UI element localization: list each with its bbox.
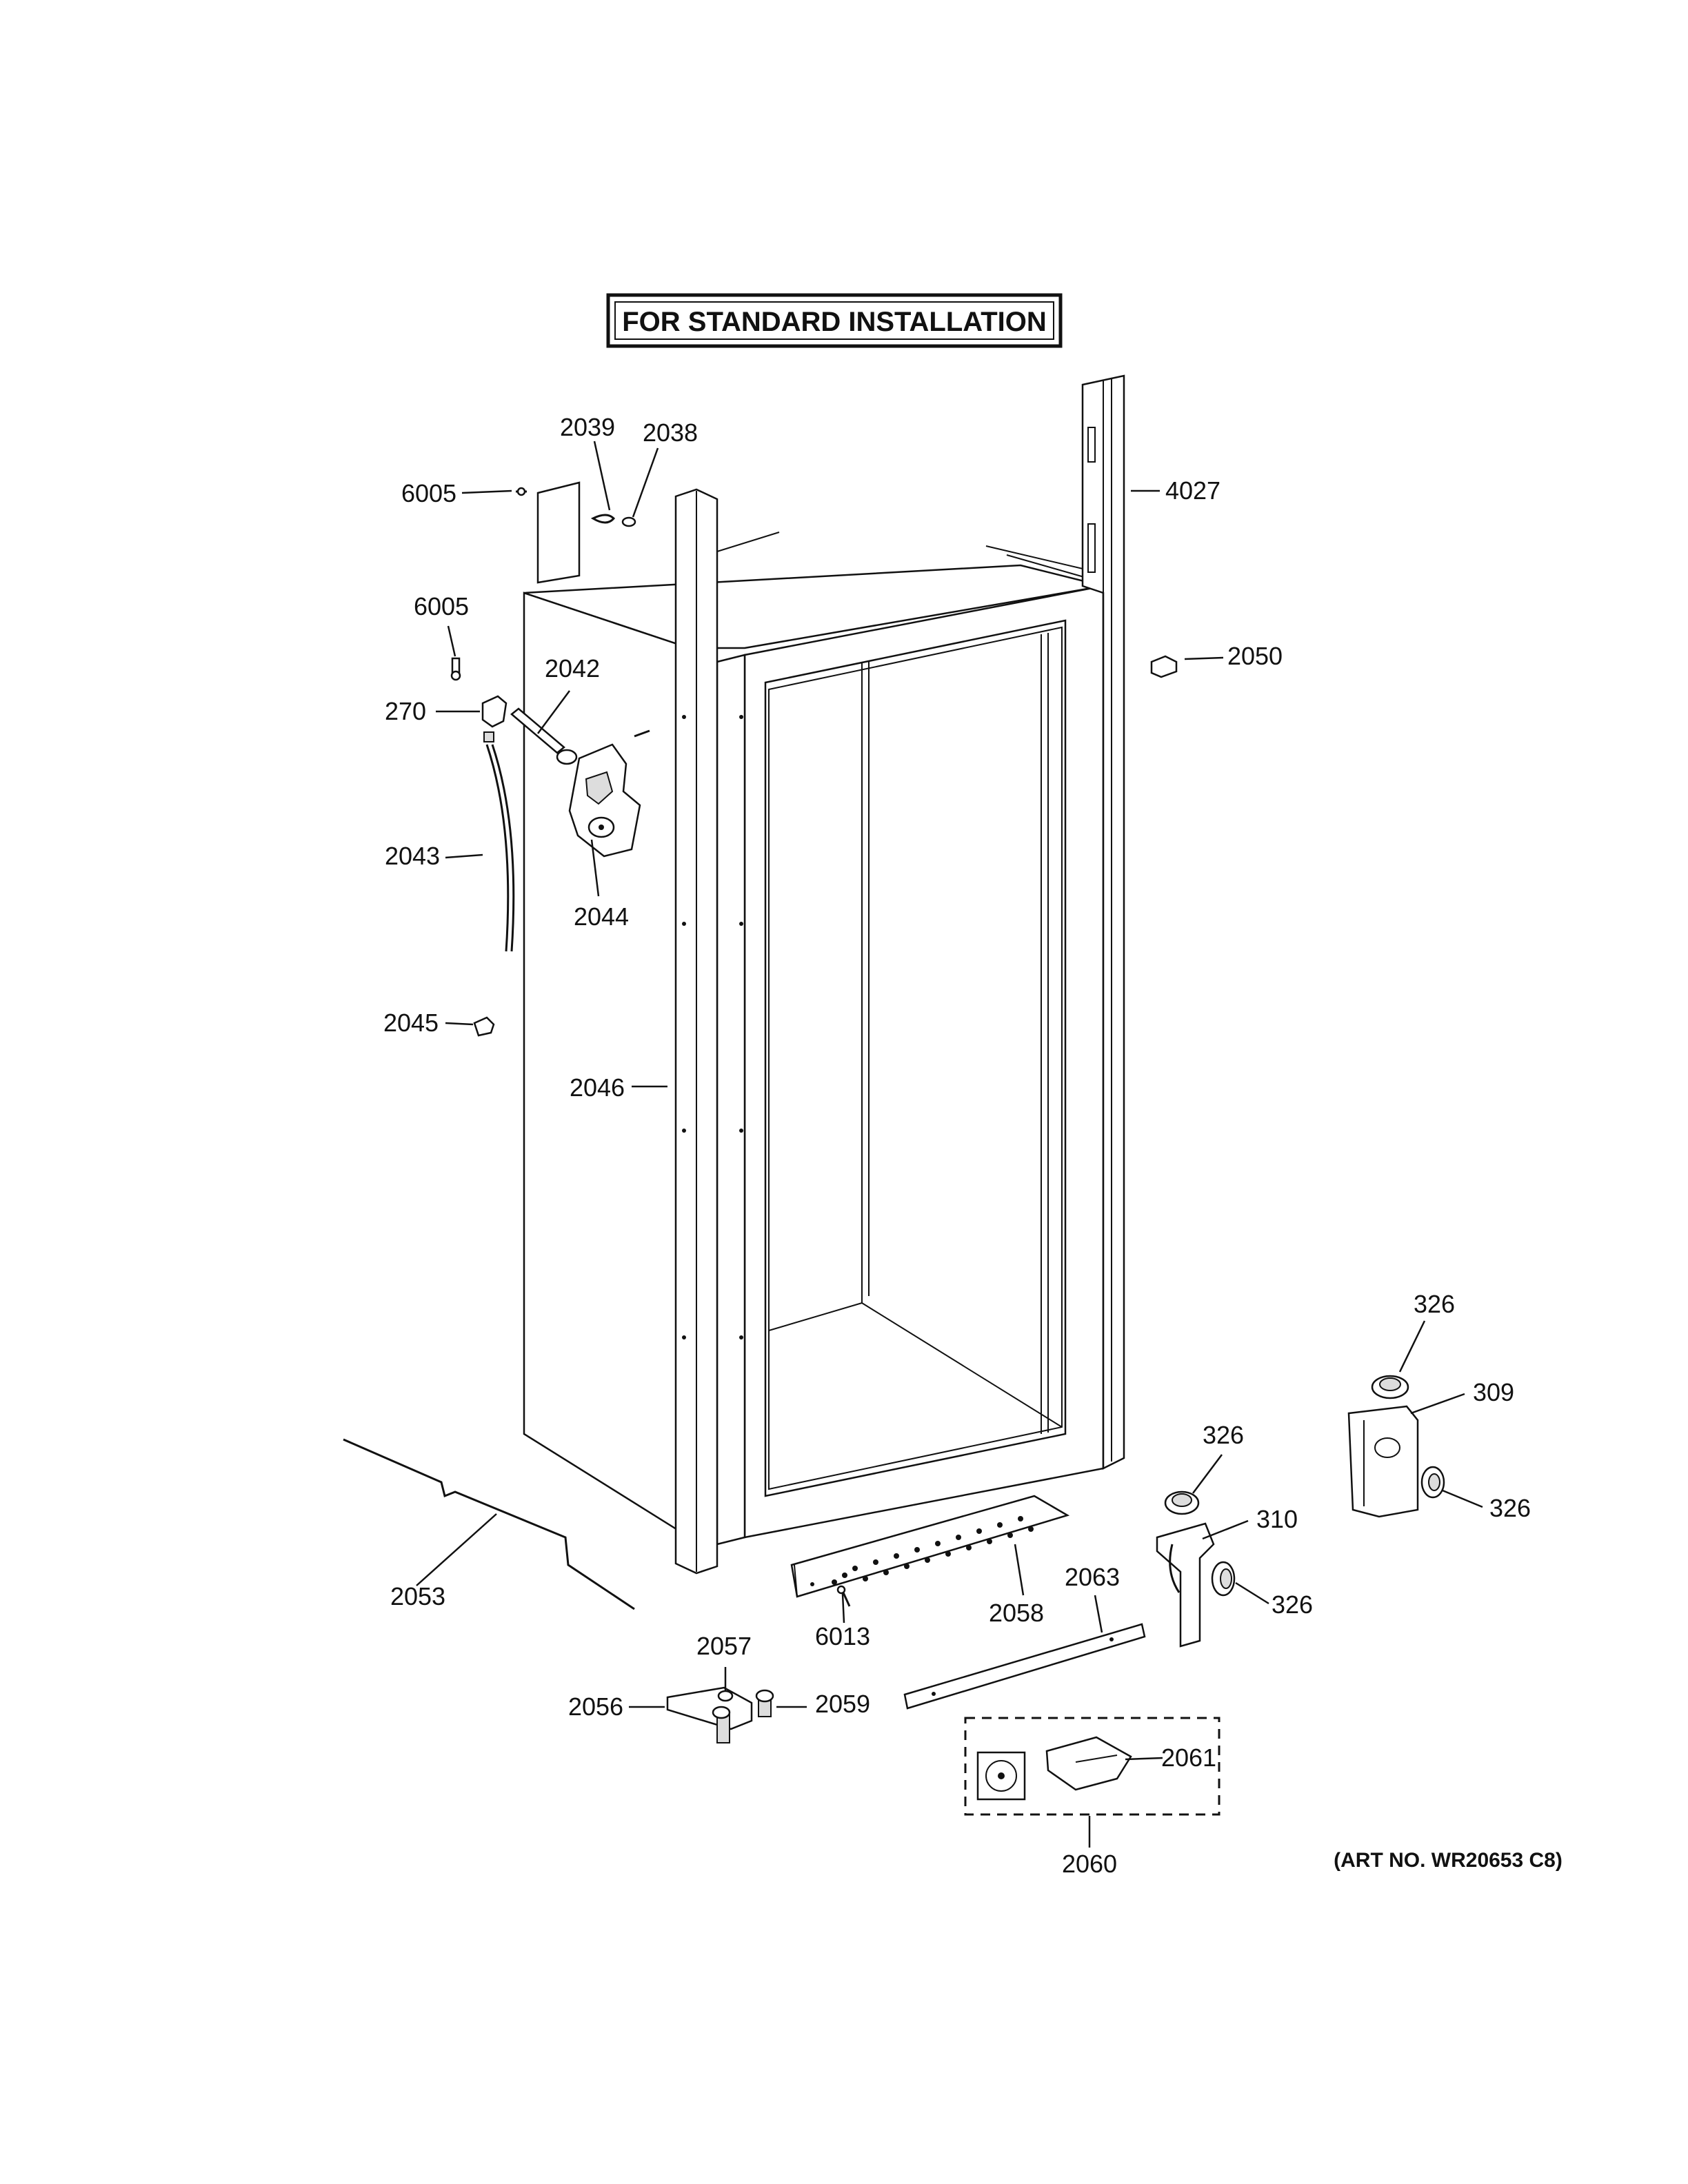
callout-326-lower: 326 [1272, 1590, 1313, 1619]
callout-2038: 2038 [643, 418, 698, 447]
callout-2045: 2045 [383, 1009, 439, 1037]
part-309-bracket [1347, 1375, 1445, 1518]
art-number: (ART NO. WR20653 C8) [1334, 1849, 1563, 1872]
callout-labels: 6005 2039 2038 4027 6005 2042 270 2050 2… [383, 413, 1531, 1878]
callout-2053: 2053 [390, 1582, 445, 1610]
callout-2050: 2050 [1227, 642, 1283, 670]
callout-6005-top: 6005 [401, 479, 456, 507]
callout-326-center: 326 [1203, 1421, 1244, 1449]
callout-2039: 2039 [560, 413, 615, 441]
callout-2043: 2043 [385, 842, 440, 870]
callout-310: 310 [1256, 1505, 1298, 1533]
cabinet-body [523, 532, 1105, 1546]
callout-2059: 2059 [815, 1690, 870, 1718]
part-2053-floor-trim [343, 1438, 635, 1610]
callout-2056: 2056 [568, 1692, 623, 1721]
part-2060-kit [964, 1717, 1220, 1816]
callout-326-top-right: 326 [1414, 1290, 1455, 1318]
part-2050-clip [1150, 655, 1178, 678]
callout-326-right: 326 [1489, 1494, 1531, 1522]
callout-270: 270 [385, 697, 426, 725]
callout-2042: 2042 [545, 654, 600, 682]
callout-2044: 2044 [574, 902, 629, 931]
leader-lines [416, 441, 1483, 1848]
part-310-bracket [1156, 1490, 1236, 1648]
diagram-title: FOR STANDARD INSTALLATION [622, 307, 1047, 337]
callout-2061: 2061 [1161, 1743, 1216, 1772]
left-hardware-group [450, 657, 650, 1037]
part-2046-left-trim [674, 488, 743, 1575]
part-6013-screw [836, 1585, 851, 1607]
callout-309: 309 [1473, 1378, 1514, 1406]
callout-4027: 4027 [1165, 476, 1220, 505]
part-4027-right-trim [1081, 374, 1125, 1470]
part-top-left-bracket [516, 481, 636, 584]
callout-2063: 2063 [1065, 1563, 1120, 1591]
part-2059-bolt [755, 1689, 774, 1717]
title-box: FOR STANDARD INSTALLATION [606, 293, 1063, 348]
part-2063-strip [903, 1623, 1146, 1710]
callout-2057: 2057 [696, 1632, 752, 1660]
part-2056-hinge [666, 1686, 753, 1743]
callout-6013: 6013 [815, 1622, 870, 1650]
part-2058-grille [790, 1495, 1070, 1598]
callout-6005-side: 6005 [414, 592, 469, 620]
callout-2058: 2058 [989, 1599, 1044, 1627]
callout-2060: 2060 [1062, 1850, 1117, 1878]
callout-2046: 2046 [570, 1073, 625, 1102]
